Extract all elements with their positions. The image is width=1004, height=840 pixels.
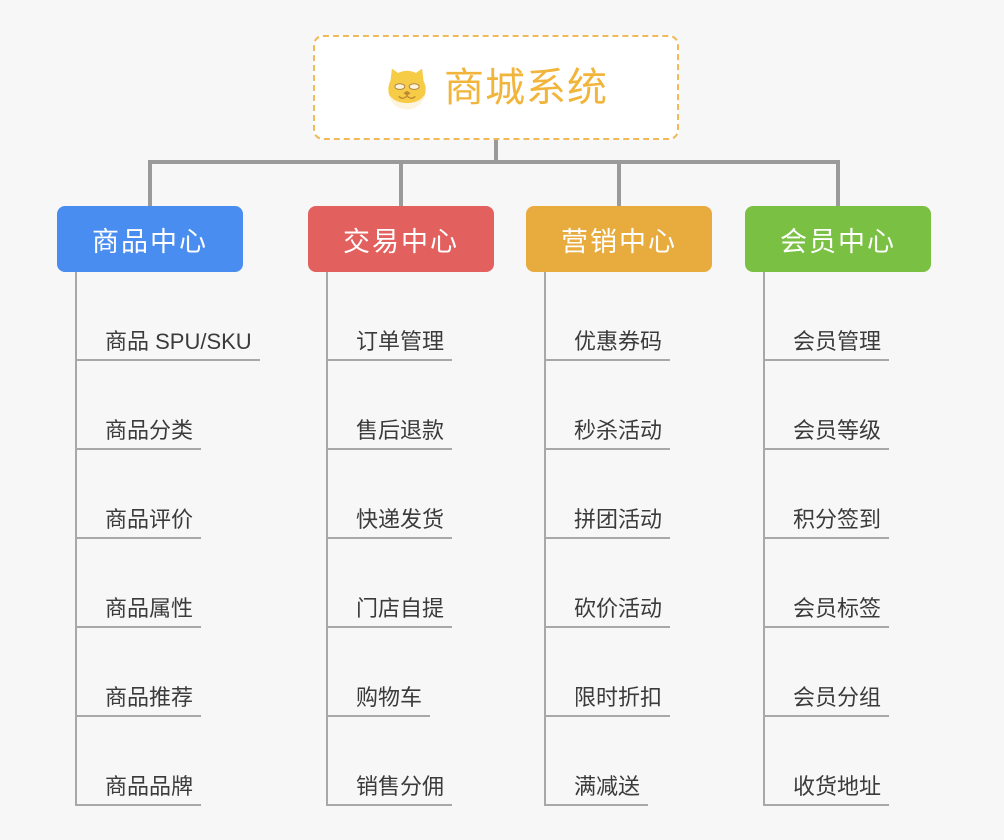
leaf-label: 满减送 bbox=[544, 774, 649, 806]
category-header-marketing-center[interactable]: 营销中心 bbox=[526, 206, 712, 272]
list-item[interactable]: 会员分组 bbox=[763, 628, 931, 717]
list-item[interactable]: 满减送 bbox=[544, 717, 712, 806]
connector-drop-product bbox=[148, 160, 152, 208]
leaf-label: 限时折扣 bbox=[544, 685, 671, 717]
list-item[interactable]: 快递发货 bbox=[326, 450, 494, 539]
root-title: 商城系统 bbox=[444, 65, 608, 110]
leaf-label: 门店自提 bbox=[326, 596, 453, 628]
list-item[interactable]: 订单管理 bbox=[326, 272, 494, 361]
leaf-label: 购物车 bbox=[326, 685, 431, 717]
leaf-label: 商品属性 bbox=[75, 596, 202, 628]
leaf-label: 积分签到 bbox=[763, 507, 890, 539]
leaf-list-product-center: 商品 SPU/SKU 商品分类 商品评价 商品属性 商品推荐 商品品牌 bbox=[75, 272, 260, 806]
connector-root-stem bbox=[494, 140, 498, 164]
leaf-label: 会员标签 bbox=[763, 596, 890, 628]
root-node[interactable]: 商城系统 bbox=[313, 35, 679, 140]
leaf-list-trade-center: 订单管理 售后退款 快递发货 门店自提 购物车 销售分佣 bbox=[326, 272, 494, 806]
leaf-label: 秒杀活动 bbox=[544, 418, 671, 450]
dog-face-icon bbox=[388, 68, 426, 110]
leaf-label: 砍价活动 bbox=[544, 596, 671, 628]
list-item[interactable]: 秒杀活动 bbox=[544, 361, 712, 450]
leaf-label: 会员分组 bbox=[763, 685, 890, 717]
list-item[interactable]: 积分签到 bbox=[763, 450, 931, 539]
column-marketing-center: 营销中心 优惠券码 秒杀活动 拼团活动 砍价活动 限时折扣 满减送 bbox=[526, 206, 712, 806]
leaf-label: 拼团活动 bbox=[544, 507, 671, 539]
category-header-trade-center[interactable]: 交易中心 bbox=[308, 206, 494, 272]
connector-drop-trade bbox=[399, 160, 403, 208]
category-label: 营销中心 bbox=[561, 226, 677, 257]
list-item[interactable]: 商品品牌 bbox=[75, 717, 243, 806]
list-item[interactable]: 会员管理 bbox=[763, 272, 931, 361]
leaf-label: 订单管理 bbox=[326, 329, 453, 361]
leaf-label: 商品分类 bbox=[75, 418, 202, 450]
list-item[interactable]: 商品 SPU/SKU bbox=[75, 272, 260, 361]
leaf-label: 商品评价 bbox=[75, 507, 202, 539]
category-label: 会员中心 bbox=[780, 226, 896, 257]
list-item[interactable]: 商品推荐 bbox=[75, 628, 243, 717]
leaf-label: 收货地址 bbox=[763, 774, 890, 806]
list-item[interactable]: 会员标签 bbox=[763, 539, 931, 628]
category-header-product-center[interactable]: 商品中心 bbox=[57, 206, 243, 272]
list-item[interactable]: 限时折扣 bbox=[544, 628, 712, 717]
list-item[interactable]: 会员等级 bbox=[763, 361, 931, 450]
leaf-label: 商品推荐 bbox=[75, 685, 202, 717]
list-item[interactable]: 门店自提 bbox=[326, 539, 494, 628]
list-item[interactable]: 优惠券码 bbox=[544, 272, 712, 361]
column-trade-center: 交易中心 订单管理 售后退款 快递发货 门店自提 购物车 销售分佣 bbox=[308, 206, 494, 806]
connector-drop-marketing bbox=[617, 160, 621, 208]
column-member-center: 会员中心 会员管理 会员等级 积分签到 会员标签 会员分组 收货地址 bbox=[745, 206, 931, 806]
list-item[interactable]: 销售分佣 bbox=[326, 717, 494, 806]
list-item[interactable]: 收货地址 bbox=[763, 717, 931, 806]
list-item[interactable]: 售后退款 bbox=[326, 361, 494, 450]
leaf-list-marketing-center: 优惠券码 秒杀活动 拼团活动 砍价活动 限时折扣 满减送 bbox=[544, 272, 712, 806]
leaf-label: 会员管理 bbox=[763, 329, 890, 361]
leaf-label: 优惠券码 bbox=[544, 329, 671, 361]
list-item[interactable]: 拼团活动 bbox=[544, 450, 712, 539]
list-item[interactable]: 商品分类 bbox=[75, 361, 243, 450]
category-label: 交易中心 bbox=[343, 226, 459, 257]
category-header-member-center[interactable]: 会员中心 bbox=[745, 206, 931, 272]
leaf-label: 售后退款 bbox=[326, 418, 453, 450]
leaf-label: 会员等级 bbox=[763, 418, 890, 450]
list-item[interactable]: 商品属性 bbox=[75, 539, 243, 628]
leaf-label: 销售分佣 bbox=[326, 774, 453, 806]
list-item[interactable]: 购物车 bbox=[326, 628, 494, 717]
leaf-label: 商品 SPU/SKU bbox=[75, 329, 260, 361]
connector-horizontal-bus bbox=[150, 160, 840, 164]
list-item[interactable]: 商品评价 bbox=[75, 450, 243, 539]
leaf-label: 商品品牌 bbox=[75, 774, 202, 806]
leaf-label: 快递发货 bbox=[326, 507, 453, 539]
connector-drop-member bbox=[836, 160, 840, 208]
category-label: 商品中心 bbox=[92, 226, 208, 257]
leaf-list-member-center: 会员管理 会员等级 积分签到 会员标签 会员分组 收货地址 bbox=[763, 272, 931, 806]
list-item[interactable]: 砍价活动 bbox=[544, 539, 712, 628]
column-product-center: 商品中心 商品 SPU/SKU 商品分类 商品评价 商品属性 商品推荐 商品品牌 bbox=[57, 206, 260, 806]
